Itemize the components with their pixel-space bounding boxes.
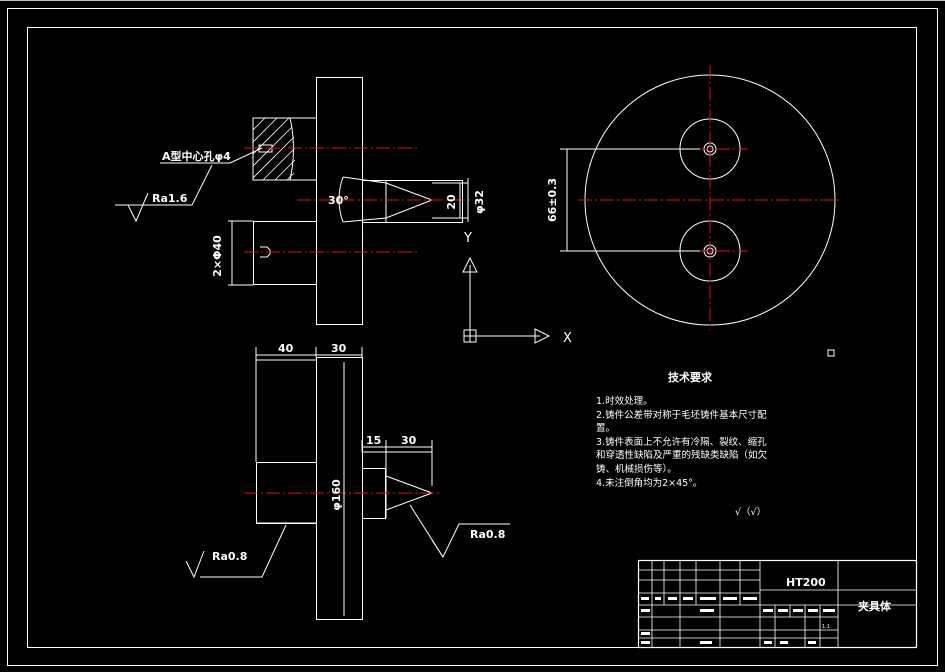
tech-line: 3.铸件表面上不允许有冷隔、裂纹、缩孔	[596, 436, 767, 448]
roughness-note: √（√）	[735, 506, 766, 518]
title-block	[637, 559, 918, 649]
tech-line: 1.时效处理。	[596, 395, 653, 407]
tech-title: 技术要求	[668, 370, 713, 384]
ra-08-right-label: Ra0.8	[470, 528, 505, 541]
ucs-x-label: X	[563, 331, 572, 346]
inner-frame	[27, 27, 917, 648]
top-view: 66±0.3	[546, 65, 842, 330]
title-block-filler	[641, 597, 835, 644]
outer-border	[7, 8, 938, 666]
center-hole-label: A型中心孔φ4	[162, 149, 231, 163]
tech-line: 置。	[596, 423, 615, 434]
dim-66-label: 66±0.3	[546, 178, 559, 222]
scale-label: 1:1	[822, 624, 830, 630]
dim-30-mid-label: 30	[401, 434, 417, 447]
dim-20-label: 20	[445, 194, 458, 210]
part-name-label: 夹具体	[858, 599, 892, 613]
side-view: 40 30 15 30 φ160 Ra0.8 Ra0.8	[185, 342, 510, 620]
ra-08-left-label: Ra0.8	[212, 550, 247, 563]
dim-15-label: 15	[366, 434, 381, 447]
tech-line: 4.未注倒角均为2×45°。	[596, 477, 702, 489]
front-view: 30° 20 φ32 2×Φ40 A型中心孔φ4 Ra1.6	[115, 77, 486, 325]
dim-40-label: 40	[278, 342, 294, 355]
dim-hole-label: 2×Φ40	[211, 235, 224, 277]
roughness-symbol-2	[185, 550, 205, 579]
cone-boss	[362, 180, 463, 223]
dim-phi32-label: φ32	[473, 190, 486, 214]
angle-30-label: 30°	[328, 194, 349, 207]
ra-16-label: Ra1.6	[152, 192, 188, 205]
roughness-symbol-1	[115, 192, 192, 223]
tech-line: 2.铸件公差带对称于毛坯铸件基本尺寸配	[596, 409, 767, 421]
ucs-icon: Y X	[462, 231, 572, 346]
dim-phi160-label: φ160	[330, 479, 343, 511]
tech-requirements: 技术要求 1.时效处理。 2.铸件公差带对称于毛坯铸件基本尺寸配 置。 3.铸件…	[596, 370, 768, 518]
dim-30-top-label: 30	[331, 342, 347, 355]
lower-boss	[253, 221, 317, 285]
ucs-y-label: Y	[463, 231, 472, 246]
roughness-symbol-3	[431, 539, 444, 558]
tech-line: 和穿透性缺陷及严重的残缺类缺陷（如欠	[596, 449, 768, 461]
grip-marker	[827, 349, 835, 357]
material-label: HT200	[786, 576, 826, 589]
tech-line: 铸、机械损伤等）。	[596, 463, 677, 475]
